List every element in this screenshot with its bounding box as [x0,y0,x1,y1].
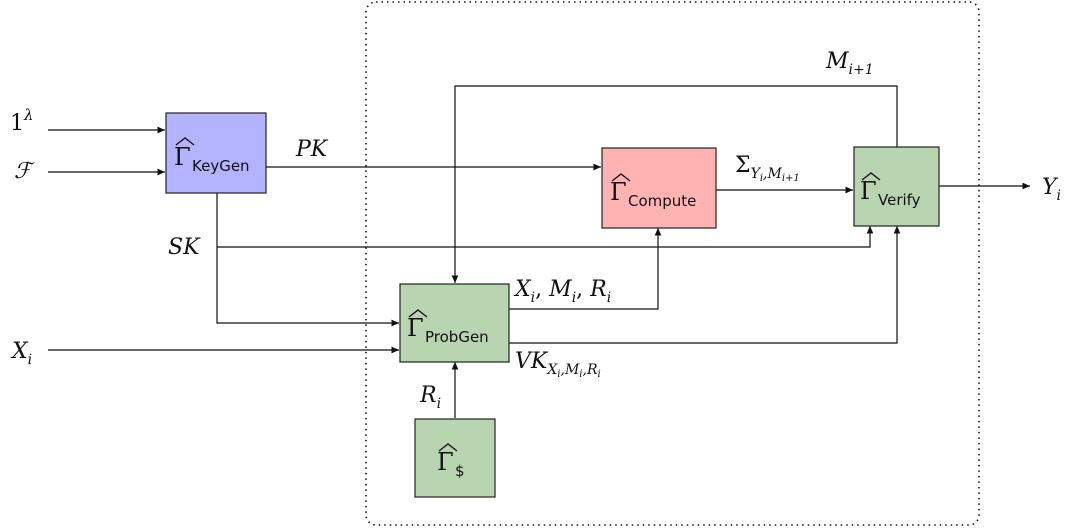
compute-box [601,147,717,229]
lambda-label: 1λ [10,106,34,136]
sk-label: SK [168,235,201,260]
keygen-block: Γ KeyGen [165,112,267,194]
ri-label: Ri [419,383,441,412]
random-subscript: $ [455,462,465,480]
compute-block: Γ Compute [601,147,717,229]
compute-symbol: Γ [610,178,627,206]
probgen-subscript: ProbGen [425,328,489,346]
compute-subscript: Compute [628,192,696,210]
verify-box [853,146,940,227]
sk-to-probgen [216,193,399,327]
random-block: Γ $ [414,418,496,498]
probgen-box [399,283,510,363]
sigma-label: ΣYi,Mi+1 [735,153,800,184]
keygen-symbol: Γ [174,143,191,171]
sk-to-verify [217,226,874,248]
connections [48,85,1030,418]
hat-mark [611,173,631,182]
verify-block: Γ Verify [853,146,940,227]
pk-label: PK [295,137,329,162]
random-symbol: Γ [437,448,454,476]
f-label: ℱ [14,159,35,184]
hat-mark [175,137,195,146]
vk-to-verify [509,226,901,344]
keygen-box [165,112,267,194]
mi1-label: Mi+1 [825,49,874,78]
xi-label: Xi [10,339,32,368]
verify-subscript: Verify [878,191,921,209]
hat-mark [408,309,428,318]
random-box [414,418,496,498]
hat-mark [438,443,458,452]
hat-mark [861,172,881,181]
probgen-symbol: Γ [407,314,424,342]
keygen-subscript: KeyGen [192,157,250,175]
verify-symbol: Γ [860,177,877,205]
mi1-feedback [451,85,898,283]
vk-label: VKXi,Mi,Ri [515,349,601,380]
xi-mi-ri-label: Xi, Mi, Ri [513,277,611,306]
probgen-block: Γ ProbGen [399,283,510,363]
yi-label: Yi [1042,175,1061,204]
probgen-to-compute [509,228,662,310]
